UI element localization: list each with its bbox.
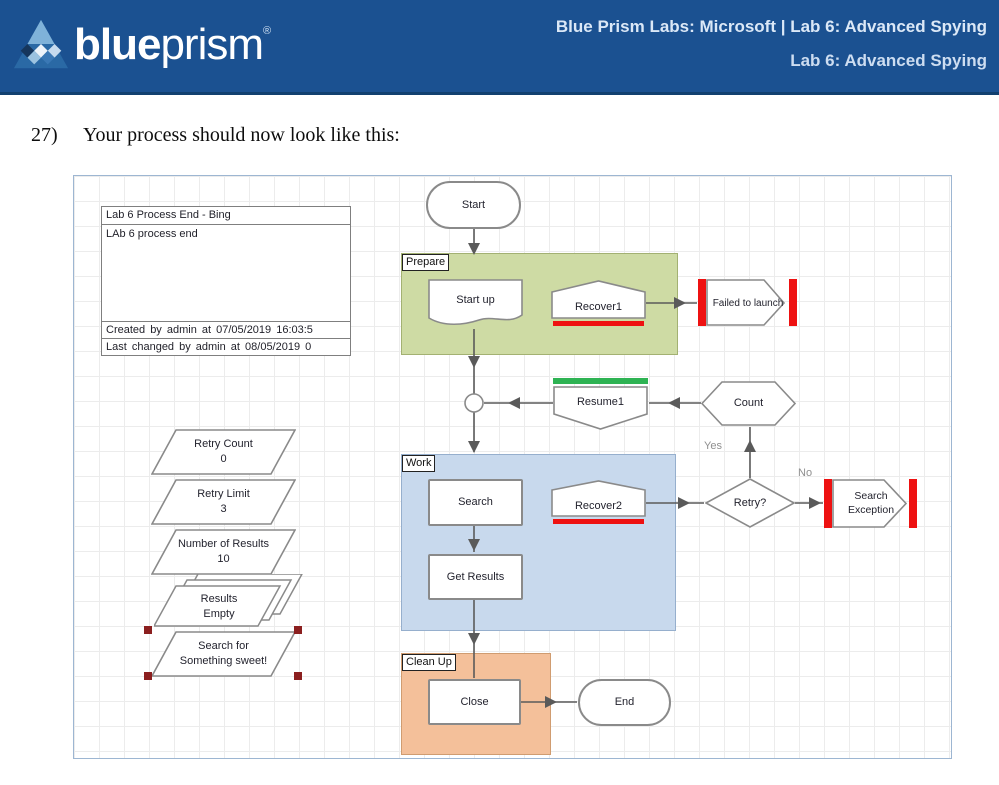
selection-handle[interactable] [294,672,302,680]
process-info-box[interactable]: Lab 6 Process End - Bing LAb 6 process e… [101,206,351,356]
data-item-retry-limit[interactable]: Retry Limit 3 [151,479,296,525]
stage-recover1[interactable]: Recover1 [551,279,646,327]
stage-start-label: Start [461,198,486,211]
data-item-shape [151,479,296,525]
data-item-value: 3 [220,503,227,515]
edge-getresults-to-close [468,600,480,678]
stage-start-up-label: Start up [456,293,495,306]
stage-close-label: Close [460,695,489,708]
stage-get-results[interactable]: Get Results [428,554,523,600]
resume-shape [553,378,648,430]
header-title-line1: Blue Prism Labs: Microsoft | Lab 6: Adva… [555,17,987,36]
stage-failed-to-launch[interactable]: Failed to launch [698,279,798,327]
logo-text-light: prism [160,20,264,69]
stage-count-label: Count [733,397,764,410]
data-item-name: Retry Count [194,438,253,451]
search-exception-line1: Search [854,489,888,502]
edge-anchor-to-work [468,412,480,453]
stage-resume1-label: Resume1 [576,395,625,408]
process-diagram-canvas: Prepare Work Clean Up [73,175,952,759]
stage-recover1-label: Recover1 [574,300,623,313]
exception-shape [824,479,917,528]
stage-end[interactable]: End [578,679,671,726]
connector-layer [464,229,823,708]
block-label-work: Work [402,455,436,472]
edge-retry-to-exception-no [795,497,823,509]
stage-retry-label: Retry? [733,496,767,509]
stage-end-label: End [614,696,635,709]
edge-close-to-end [521,696,577,708]
process-changed-line: Last changed by admin at 08/05/2019 0 [102,338,350,355]
process-description: LAb 6 process end [106,228,198,240]
block-label-cleanup: Clean Up [402,654,456,671]
selection-handle[interactable] [144,672,152,680]
search-exception-line2: Exception [847,503,895,516]
stage-count[interactable]: Count [701,381,796,426]
data-item-value: Something sweet! [179,655,268,667]
anchor-point [464,393,484,413]
selection-handle[interactable] [144,626,152,634]
hexagon-shape [701,381,796,426]
registered-mark-icon: ® [263,25,271,37]
blueprism-logo-icon [13,19,69,69]
data-item-value: Empty [203,607,235,620]
data-item-shape [151,631,296,677]
stage-failed-to-launch-label: Failed to launch [712,297,784,309]
collection-text: Results Empty [154,586,284,627]
stage-resume1[interactable]: Resume1 [553,378,648,430]
header-title-line2: Lab 6: Advanced Spying [790,51,987,70]
stage-search-label: Search [458,496,493,509]
edge-count-to-resume1 [649,397,701,409]
logo-wordmark: blueprism® [74,16,271,74]
logo-text-bold: blue [74,20,161,69]
stage-recover2[interactable]: Recover2 [551,479,646,525]
data-item-shape [151,429,296,475]
edge-retry-to-count-yes [744,427,756,478]
collection-stack-shape [154,574,303,627]
blueprism-logo: blueprism® [12,16,271,74]
step-text: Your process should now look like this: [83,124,400,146]
process-title: Lab 6 Process End - Bing [102,207,350,225]
stage-start[interactable]: Start [426,181,521,229]
data-item-number-of-results[interactable]: Number of Results 10 [151,529,296,575]
stage-start-up[interactable]: Start up [428,279,523,329]
edge-startup-to-anchor [468,329,480,394]
data-item-results-collection[interactable]: Results Empty [154,574,306,632]
exception-shape [698,279,797,326]
edge-label-no: No [798,467,813,479]
recover-shape [551,480,646,524]
data-item-value: 10 [217,553,230,565]
edge-start-to-prepare [468,229,480,255]
header-bar: blueprism® Blue Prism Labs: Microsoft | … [0,0,999,95]
header-titles: Blue Prism Labs: Microsoft | Lab 6: Adva… [556,17,987,71]
edge-label-yes: Yes [704,440,722,452]
block-label-prepare: Prepare [402,254,450,271]
process-created-line: Created by admin at 07/05/2019 16:03:5 [102,321,350,338]
stage-retry-decision[interactable]: Retry? [705,478,795,528]
document-shape [428,279,523,326]
data-item-search-for[interactable]: Search for Something sweet! [151,631,296,677]
instruction-step: 27) Your process should now look like thi… [31,124,400,147]
data-item-name: Results [200,592,238,605]
edge-resume1-to-anchor [484,397,553,409]
stage-close[interactable]: Close [428,679,521,725]
decision-diamond-shape [705,478,795,528]
step-number: 27) [31,124,58,146]
data-item-name: Number of Results [177,538,270,551]
selection-handle[interactable] [294,626,302,634]
data-item-retry-count[interactable]: Retry Count 0 [151,429,296,475]
data-item-name: Retry Limit [197,488,250,501]
edge-recover2-to-retry [646,497,704,509]
stage-get-results-label: Get Results [446,570,505,583]
stage-search[interactable]: Search [428,479,523,526]
recover-shape [551,280,646,326]
stage-recover2-label: Recover2 [574,499,623,512]
data-item-name: Search for [198,640,249,653]
edge-search-to-getresults [468,526,480,552]
data-item-value: 0 [220,453,227,465]
edge-recover1-to-failed [646,297,697,309]
